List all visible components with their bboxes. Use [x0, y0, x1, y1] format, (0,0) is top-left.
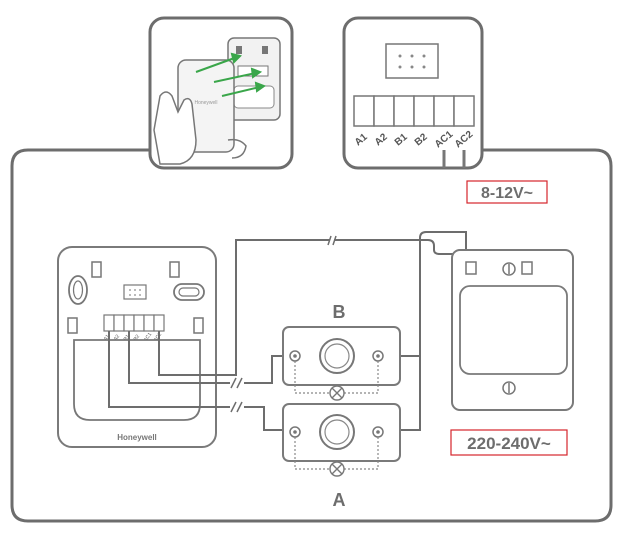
- terminal-label: A2: [113, 334, 122, 343]
- terminal-label: A1: [103, 334, 112, 343]
- terminal-label: B1: [123, 334, 132, 343]
- mounting-inset: Honeywell: [148, 16, 294, 170]
- brand-logo: Honeywell: [117, 433, 157, 442]
- terminal-label: B2: [133, 334, 142, 343]
- chime-backplate: A1 A2 B1 B2 AC1 AC2 Honeywell: [57, 246, 217, 448]
- connector-header: [385, 43, 439, 79]
- svg-text:8-12V~: 8-12V~: [481, 185, 533, 202]
- main-frame: [10, 148, 613, 523]
- bell-push-a-label: A: [333, 490, 346, 510]
- terminal-inset: A1 A2 B1 B2 AC1 AC2: [342, 16, 484, 170]
- arrow-icon: [195, 52, 267, 97]
- bell-push-b-label: B: [333, 302, 346, 322]
- transformer: [451, 249, 574, 411]
- wiring: [108, 231, 529, 431]
- terminal-block: [353, 95, 475, 127]
- backplate-terminal-block: [103, 314, 165, 332]
- bell-push-b: B: [282, 302, 401, 401]
- bell-push-a: A: [282, 403, 401, 510]
- mains-voltage-label: 220-240V~: [450, 429, 568, 456]
- svg-text:Honeywell: Honeywell: [194, 100, 217, 106]
- terminal-label: AC1: [143, 332, 154, 344]
- low-voltage-label: 8-12V~: [466, 180, 548, 204]
- hand-illustration: [153, 91, 197, 165]
- svg-text:220-240V~: 220-240V~: [467, 434, 551, 453]
